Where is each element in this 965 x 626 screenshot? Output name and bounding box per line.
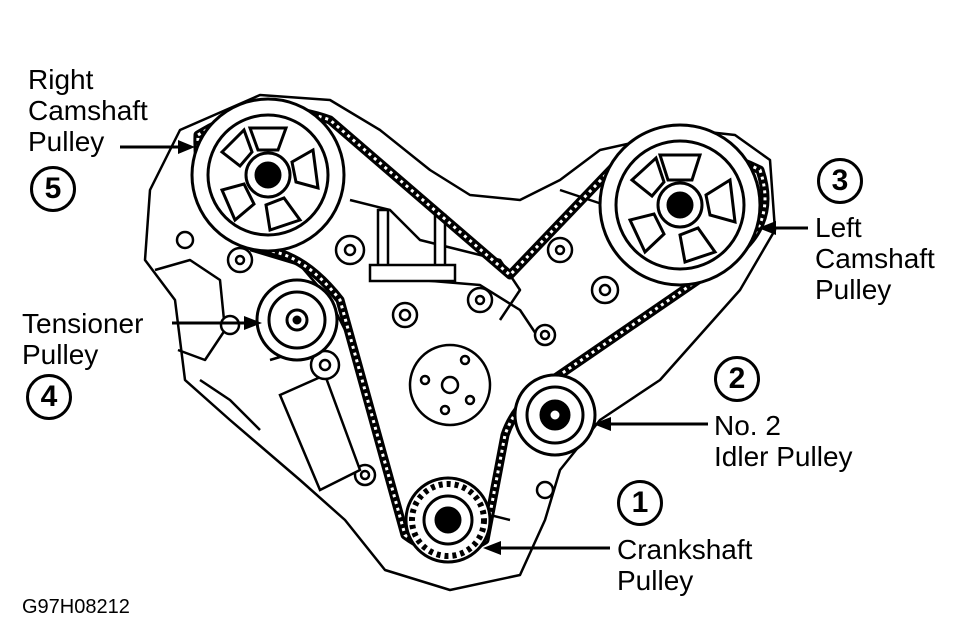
label-line: Pulley <box>22 339 99 370</box>
tensioner-pulley-label: Tensioner Pulley <box>22 308 143 370</box>
label-line: Pulley <box>815 274 892 305</box>
tensioner-arm <box>269 343 362 492</box>
label-line: Crankshaft <box>617 534 753 565</box>
water-pump <box>408 343 492 427</box>
label-line: No. 2 <box>714 410 781 441</box>
label-line: Left <box>815 212 862 243</box>
right-camshaft-pulley-label: Right Camshaft Pulley <box>28 64 148 157</box>
callout-number-4: 4 <box>26 374 72 420</box>
left-camshaft-pulley <box>598 123 762 287</box>
callout-number-5: 5 <box>30 166 76 212</box>
label-line: Tensioner <box>22 308 144 339</box>
label-line: Pulley <box>617 565 694 596</box>
crankshaft-pulley-label: Crankshaft Pulley <box>617 534 752 596</box>
callout-number-3: 3 <box>817 158 863 204</box>
center-studs <box>368 208 457 283</box>
tensioner-pulley <box>255 278 339 362</box>
label-line: Camshaft <box>815 243 935 274</box>
label-line: Idler Pulley <box>714 441 853 472</box>
label-line: Camshaft <box>28 95 148 126</box>
idler-pulley-label: No. 2 Idler Pulley <box>714 410 853 472</box>
callout-number-2: 2 <box>714 356 760 402</box>
label-line: Pulley <box>28 126 105 157</box>
idler-pulley <box>513 373 597 457</box>
label-line: Right <box>28 64 94 95</box>
callout-number-1: 1 <box>617 480 663 526</box>
figure-code: G97H08212 <box>22 596 130 618</box>
bolt-bosses <box>175 230 620 500</box>
leader-arrows <box>120 140 808 555</box>
left-camshaft-pulley-label: Left Camshaft Pulley <box>815 212 935 305</box>
crankshaft-pulley <box>404 476 492 564</box>
right-camshaft-pulley <box>190 97 346 253</box>
